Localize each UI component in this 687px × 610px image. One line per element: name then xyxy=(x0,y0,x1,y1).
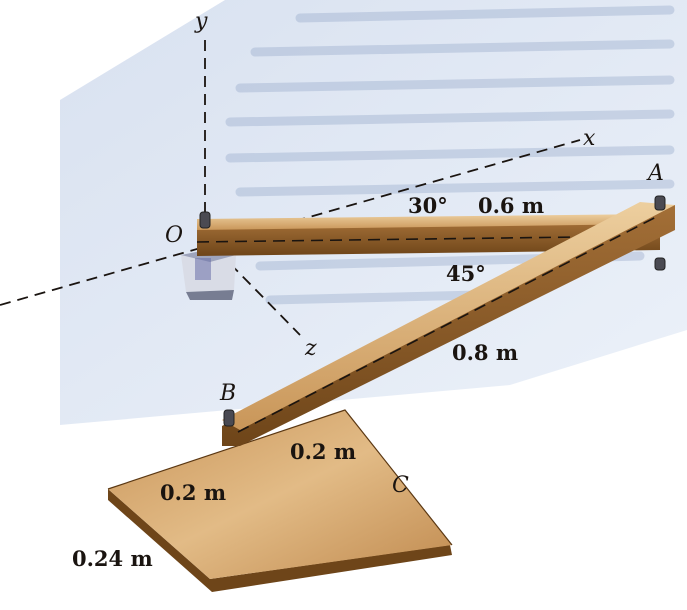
axis-y-label: y xyxy=(194,9,208,34)
pin-a-top xyxy=(654,195,666,211)
plate-width-label: 0.2 m xyxy=(290,439,356,464)
point-o-label: O xyxy=(165,223,183,248)
body-c-label: C xyxy=(392,473,409,498)
axis-x-label: x xyxy=(583,126,596,151)
pin-b xyxy=(223,409,235,427)
pins xyxy=(199,195,666,427)
axis-z-label: z xyxy=(304,336,317,361)
pin-o xyxy=(199,211,211,229)
x-axis xyxy=(0,139,581,306)
bar-oa xyxy=(196,214,660,256)
bar-ab xyxy=(222,202,675,446)
angle-45-label: 45° xyxy=(446,261,486,286)
length-ab-label: 0.8 m xyxy=(452,340,518,365)
angle-30-label: 30° xyxy=(408,193,448,218)
point-b-label: B xyxy=(219,381,236,406)
plate-length-label: 0.24 m xyxy=(72,546,153,571)
labels: y x z O A B C 30° 0.6 m 45° 0.8 m 0.2 m … xyxy=(72,9,664,571)
point-a-label: A xyxy=(646,161,664,186)
length-oa-label: 0.6 m xyxy=(478,193,544,218)
plate-offset-label: 0.2 m xyxy=(160,480,226,505)
support-block xyxy=(181,250,236,300)
pin-a-bottom xyxy=(654,257,666,271)
background-panel xyxy=(60,0,687,425)
plate-c xyxy=(107,409,453,592)
